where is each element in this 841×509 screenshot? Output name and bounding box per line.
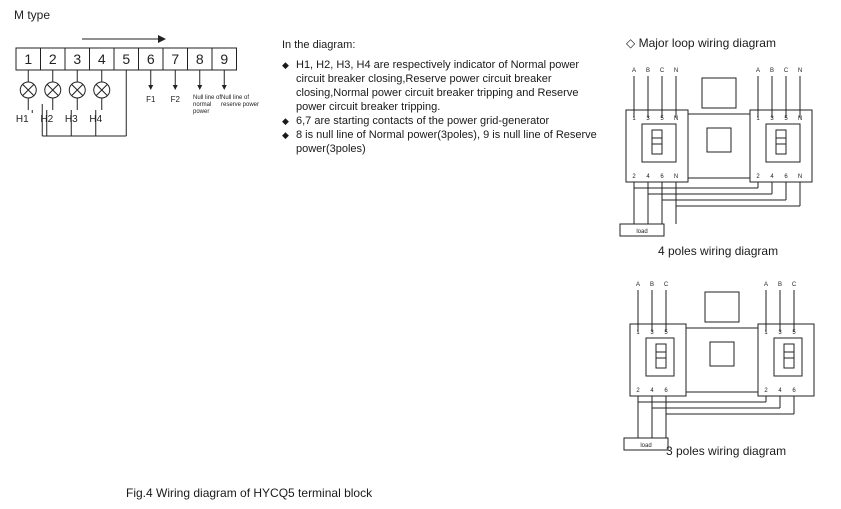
phase-label: B: [650, 282, 654, 288]
load-box: [623, 437, 669, 451]
breaker-handle-icon: [783, 343, 795, 369]
phase-label: C: [660, 68, 665, 74]
terminal-top-label: 3: [650, 330, 654, 336]
breaker-inner: [641, 123, 677, 163]
terminal-top-label: 5: [660, 116, 664, 122]
breaker-inner: [765, 123, 801, 163]
terminal-bottom-label: 2: [764, 388, 768, 394]
null-line-normal-label: Null line of normal power: [193, 95, 222, 115]
diagram-notes: In the diagram: H1, H2, H3, H4 are respe…: [282, 38, 602, 156]
phase-label: N: [674, 68, 678, 74]
lamp-cross: [46, 84, 59, 96]
terminal-top-label: 1: [632, 116, 636, 122]
phase-label: A: [764, 282, 768, 288]
controller-body: [685, 327, 759, 393]
output-arrow-icon: [221, 85, 227, 90]
figure-caption: Fig.4 Wiring diagram of HYCQ5 terminal b…: [126, 486, 373, 500]
note-item: 6,7 are starting contacts of the power g…: [282, 114, 602, 128]
terminal-bottom-label: 4: [650, 388, 654, 394]
terminal-top-label: N: [798, 116, 802, 122]
f2-label: F2: [171, 95, 181, 104]
breaker-inner: [645, 337, 675, 377]
terminal-top-label: 5: [792, 330, 796, 336]
controller-body: [687, 113, 751, 179]
terminal-bottom-label: 4: [778, 388, 782, 394]
breaker-handle-icon: [775, 129, 787, 155]
lamp-cross: [71, 84, 84, 96]
terminal-number: 5: [122, 51, 130, 67]
note-item: 8 is null line of Normal power(3poles), …: [282, 128, 602, 156]
breaker-handle-icon: [655, 343, 667, 369]
output-arrow-icon: [148, 85, 154, 90]
note-item: H1, H2, H3, H4 are respectively indicato…: [282, 58, 602, 114]
direction-arrow-head: [158, 35, 166, 43]
load-box: [619, 223, 665, 237]
terminal-bottom-label: 4: [646, 174, 650, 180]
terminal-number: 7: [171, 51, 179, 67]
lamp-cross: [95, 84, 108, 96]
null-line-reserve-label: Null line of reserve power: [221, 95, 260, 108]
indicator-label: H1: [16, 114, 29, 125]
three-pole-caption: 3 poles wiring diagram: [666, 444, 787, 458]
controller-display: [709, 341, 735, 367]
phase-label: B: [770, 68, 774, 74]
phase-label: N: [798, 68, 802, 74]
four-pole-caption: 4 poles wiring diagram: [658, 244, 779, 258]
m-type-label: M type: [14, 8, 51, 22]
terminal-top-label: 3: [770, 116, 774, 122]
controller-top-module: [701, 77, 737, 109]
terminal-bottom-label: 2: [636, 388, 640, 394]
terminal-top-label: 1: [756, 116, 760, 122]
terminal-number: 6: [147, 51, 155, 67]
terminal-number: 4: [98, 51, 106, 67]
terminal-bottom-label: 4: [770, 174, 774, 180]
terminal-top-label: 3: [778, 330, 782, 336]
phase-label: C: [792, 282, 797, 288]
terminal-top-label: 1: [636, 330, 640, 336]
controller-top-module: [704, 291, 740, 323]
phase-label: A: [756, 68, 760, 74]
phase-label: B: [778, 282, 782, 288]
terminal-number: 8: [196, 51, 204, 67]
terminal-bottom-label: 6: [660, 174, 664, 180]
output-arrow-icon: [172, 85, 178, 90]
phase-label: A: [632, 68, 636, 74]
breaker-inner: [773, 337, 803, 377]
load-label: load: [640, 443, 651, 449]
terminal-bottom-label: 2: [756, 174, 760, 180]
terminal-top-label: 5: [784, 116, 788, 122]
terminal-bottom-label: 6: [784, 174, 788, 180]
notes-header: In the diagram:: [282, 39, 356, 51]
terminal-number: 1: [24, 51, 32, 67]
terminal-bottom-label: 6: [792, 388, 796, 394]
terminal-bottom-label: 2: [632, 174, 636, 180]
load-label: load: [636, 229, 647, 235]
terminal-bottom-label: 6: [664, 388, 668, 394]
major-loop-title: ◇ Major loop wiring diagram: [626, 36, 776, 50]
terminal-top-label: 1: [764, 330, 768, 336]
output-arrow-icon: [197, 85, 203, 90]
terminal-top-label: 3: [646, 116, 650, 122]
phase-label: B: [646, 68, 650, 74]
major-loop-title-text: Major loop wiring diagram: [638, 36, 776, 50]
controller-display: [706, 127, 732, 153]
terminal-number: 2: [49, 51, 57, 67]
phase-label: C: [784, 68, 789, 74]
terminal-bottom-label: N: [674, 174, 678, 180]
terminal-bottom-label: N: [798, 174, 802, 180]
terminal-top-label: N: [674, 116, 678, 122]
terminal-number: 3: [73, 51, 81, 67]
phase-label: C: [664, 282, 669, 288]
phase-label: A: [636, 282, 640, 288]
breaker-handle-icon: [651, 129, 663, 155]
terminal-number: 9: [220, 51, 228, 67]
notes-list: H1, H2, H3, H4 are respectively indicato…: [282, 58, 602, 156]
lamp-cross: [22, 84, 35, 96]
diamond-outline-icon: ◇: [626, 36, 636, 50]
f1-label: F1: [146, 95, 156, 104]
terminal-top-label: 5: [664, 330, 668, 336]
